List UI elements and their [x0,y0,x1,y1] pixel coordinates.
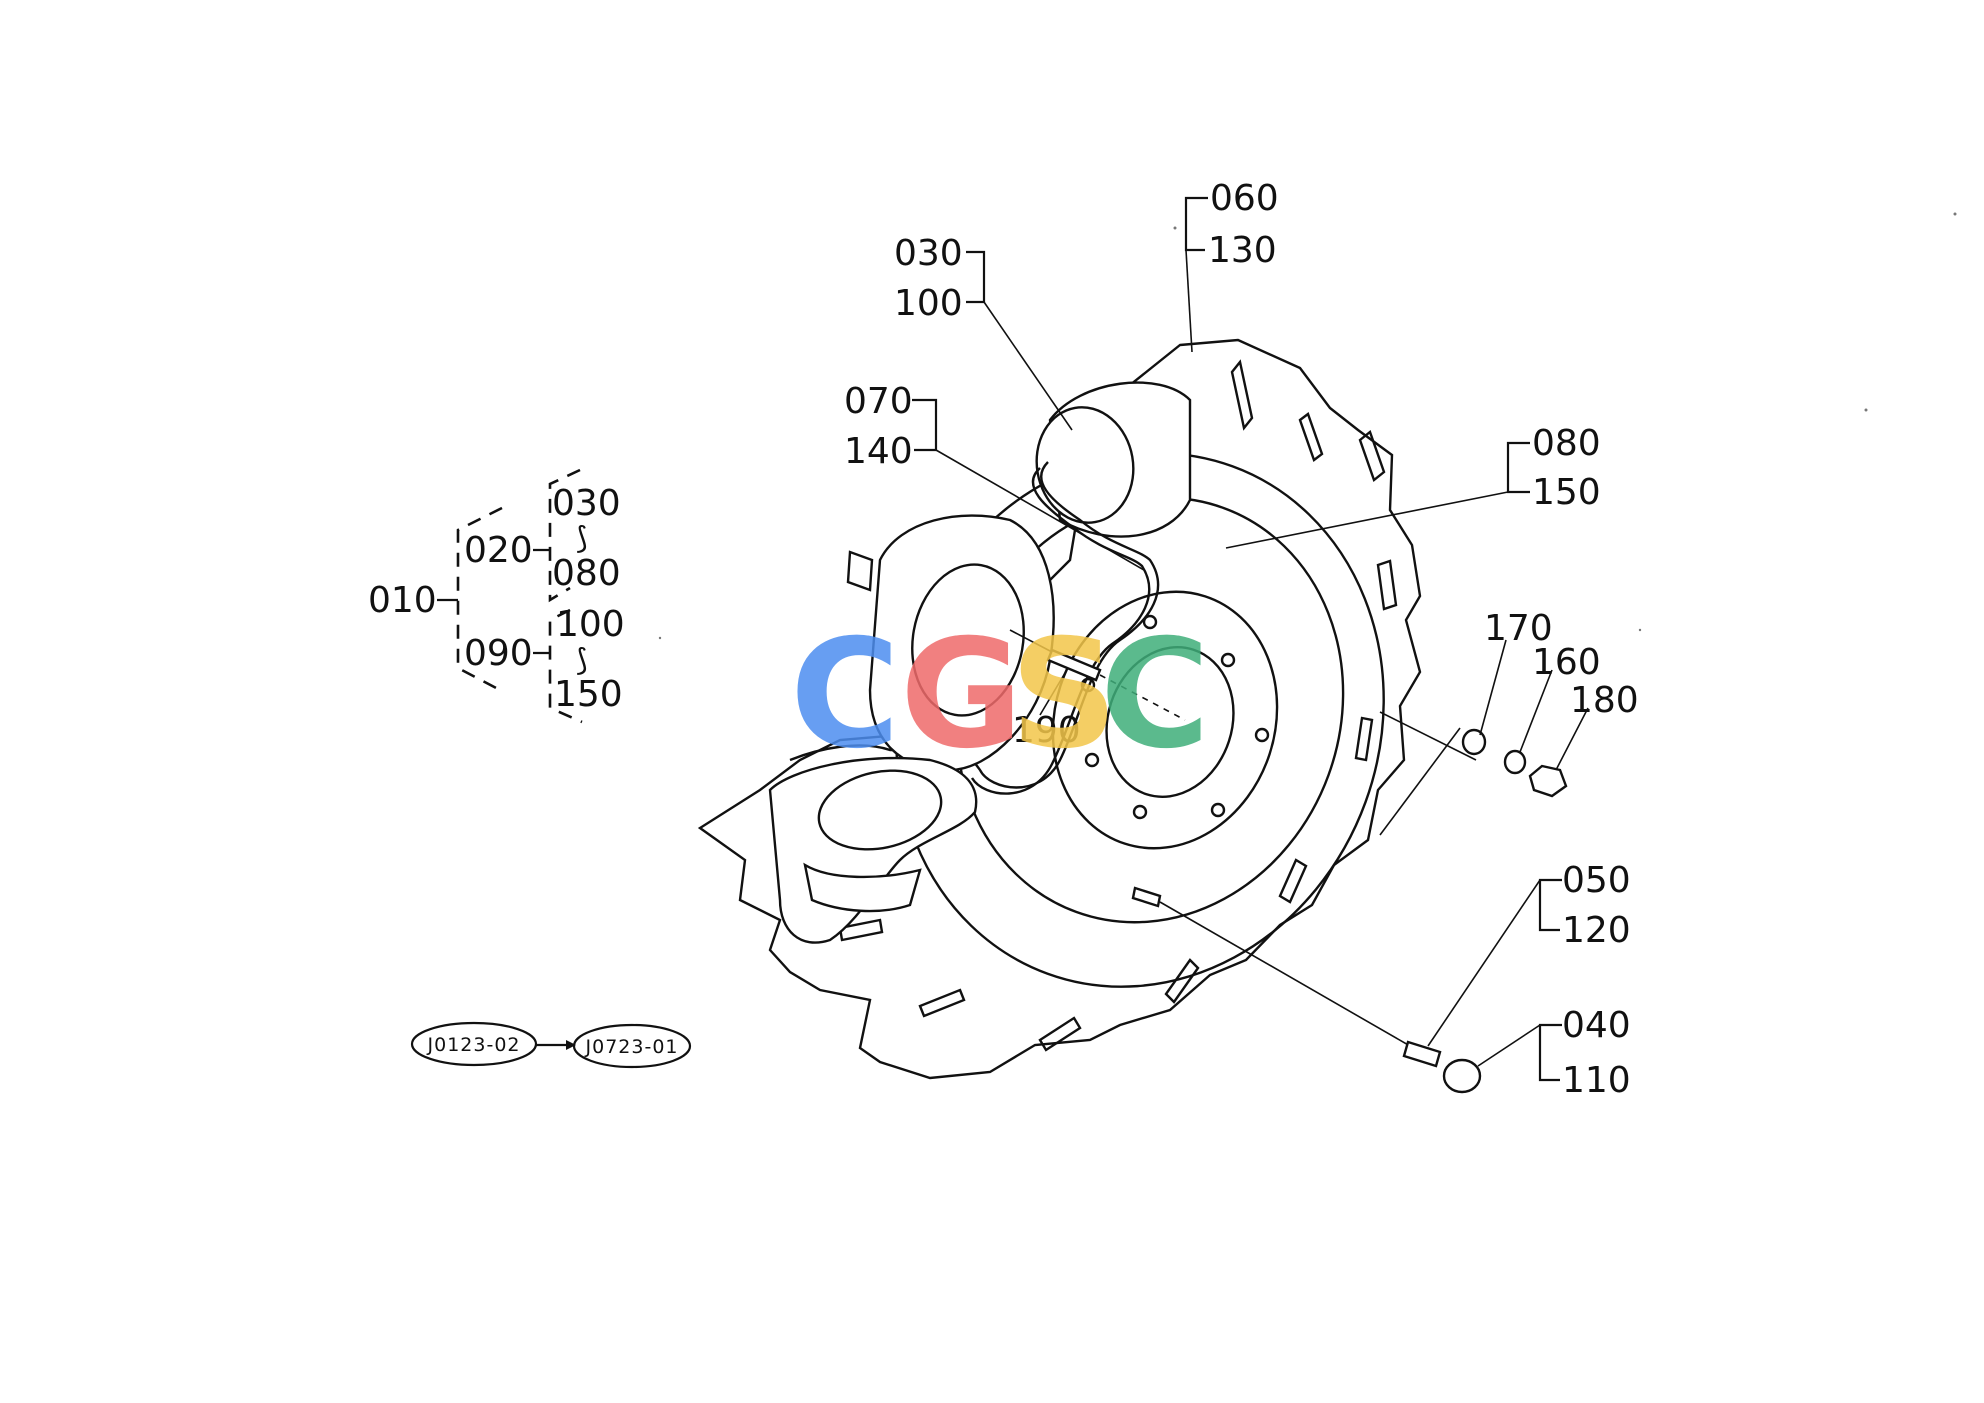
reference-codes: J0123-02 J0723-01 [410,1021,692,1069]
callout-150: 150 [1532,472,1601,513]
flange-center-hole [911,563,1025,717]
tree-group1-to: 080 [552,553,621,594]
callout-190: 190 [1012,710,1081,751]
hub-bolt-holes [1080,614,1270,820]
callout-060: 060 [1210,178,1279,219]
watermark-letter-2: G [900,608,1023,782]
callout-070: 070 [844,381,913,422]
tree-group1-sep: ⟆ [576,521,588,556]
nut-180 [1528,764,1568,798]
callout-050: 050 [1562,860,1631,901]
watermark-letter-1: C [790,608,900,782]
callout-180: 180 [1570,680,1639,721]
cage-wheel-illustration [697,338,1568,1094]
watermark-logo: C G S C [790,608,1210,782]
callout-110: 110 [1562,1060,1631,1101]
callout-030: 030 [894,233,963,274]
valve-stem [1131,886,1442,1068]
watermark-letter-3: S [1010,608,1118,782]
bolt-190 [1009,629,1186,721]
ref-code-to: J0723-01 [585,1036,679,1058]
assembly-tree: 010 020 090 030 ⟆ 080 100 ⟆ 150 [368,468,625,724]
lower-tube-opening [817,769,943,851]
callout-130: 130 [1208,230,1277,271]
leader-lines [912,196,1589,1082]
scan-specks [658,212,1957,640]
valve-cap [1442,1058,1482,1094]
upper-tube-opening [1035,406,1135,524]
tree-group2-from: 100 [556,604,625,645]
callout-labels: 060 130 030 100 070 140 080 150 170 160 … [844,178,1639,1101]
watermark-letter-4: C [1100,608,1210,782]
ref-code-oval-to [572,1023,692,1069]
tree-group2-label: 090 [464,633,533,674]
callout-080: 080 [1532,423,1601,464]
callout-170: 170 [1484,608,1553,649]
callout-100: 100 [894,283,963,324]
callout-040: 040 [1562,1005,1631,1046]
tree-group1-label: 020 [464,530,533,571]
callout-120: 120 [1562,910,1631,951]
ref-code-from: J0123-02 [427,1034,521,1056]
tree-group2-to: 150 [554,674,623,715]
tree-group1-from: 030 [552,483,621,524]
tree-root-label: 010 [368,580,437,621]
axle-stub [846,550,874,592]
callout-160: 160 [1532,642,1601,683]
tree-group2-sep: ⟆ [576,643,588,678]
lug-windows [838,359,1398,1052]
hub-center-hole [1105,646,1235,798]
washer-170 [1461,728,1487,756]
washer-160 [1503,749,1527,775]
callout-140: 140 [844,431,913,472]
